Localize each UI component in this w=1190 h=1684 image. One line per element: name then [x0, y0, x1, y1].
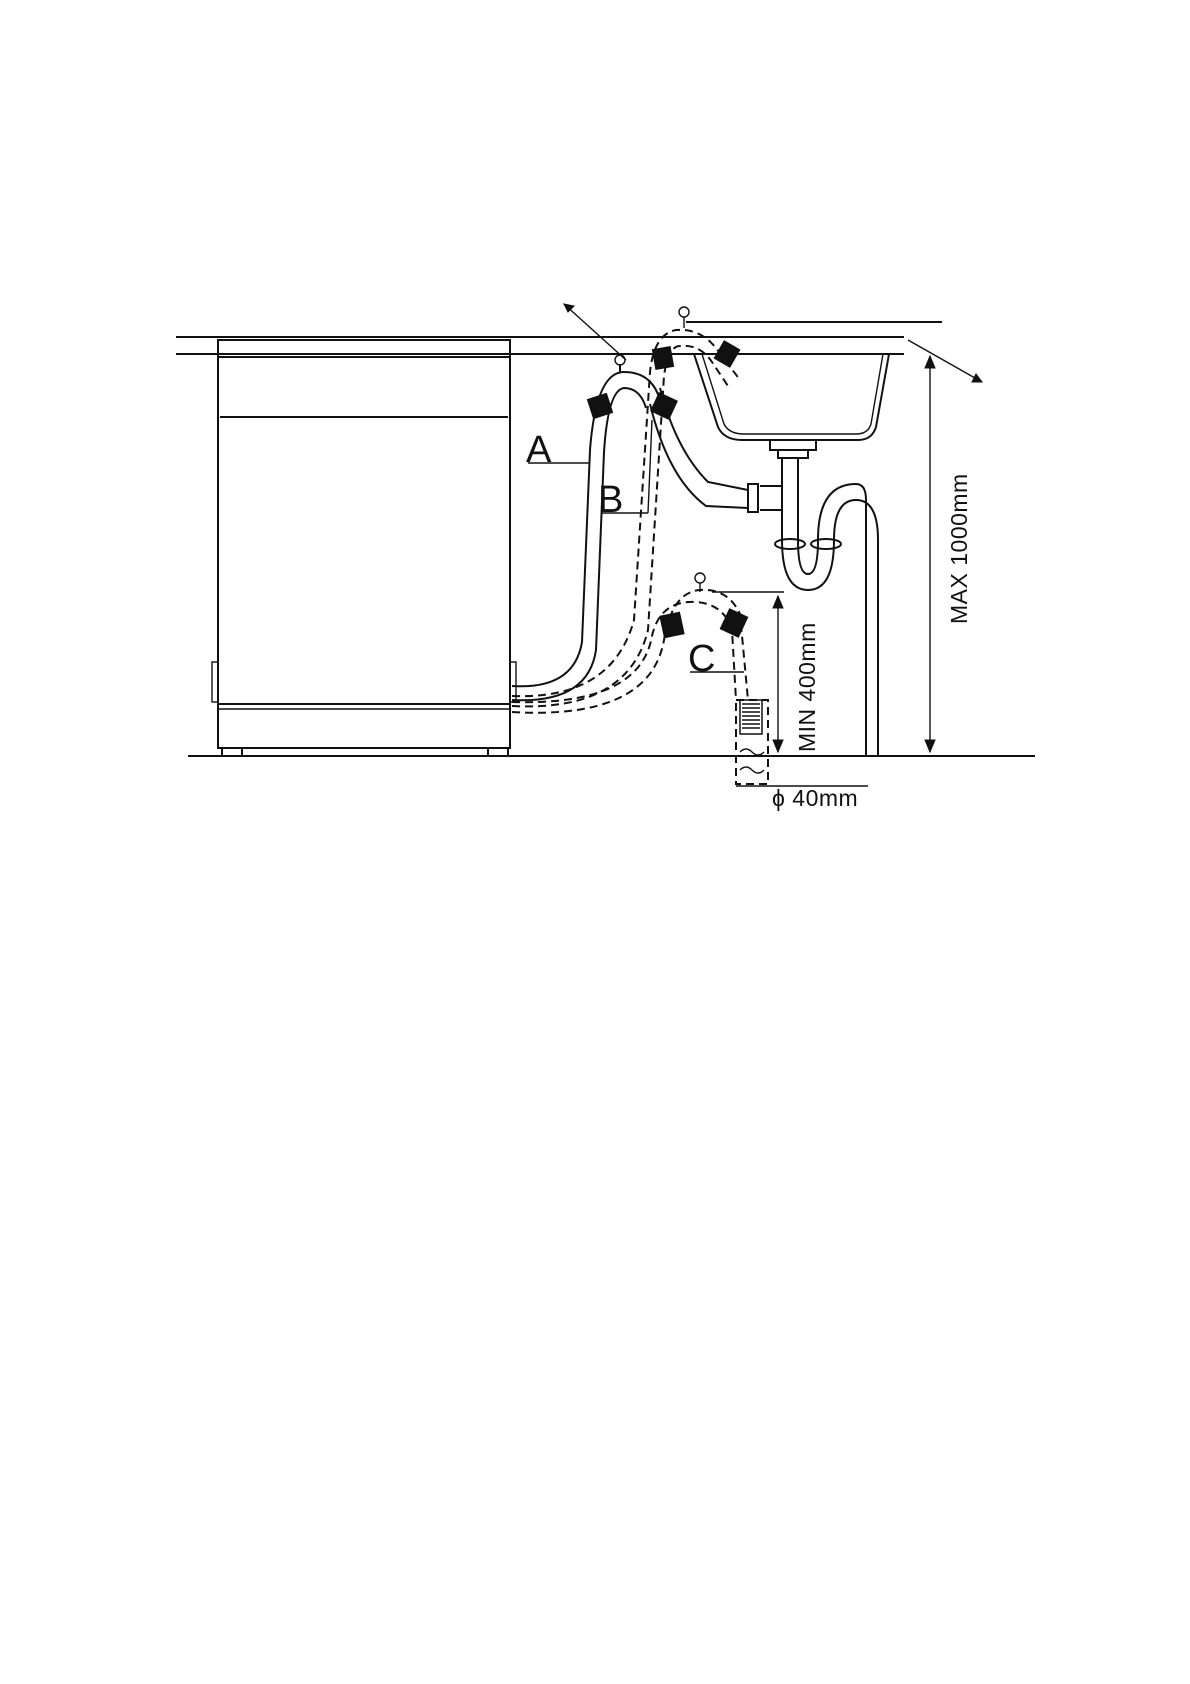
hose-end-fitting [740, 700, 762, 734]
standpipe [736, 700, 768, 784]
countertop [176, 322, 942, 354]
sink-basin [694, 354, 889, 458]
pointer-arrows [564, 304, 982, 382]
label-leaders [528, 420, 744, 672]
label-hose-b: B [598, 479, 623, 521]
label-hose-a: A [526, 429, 552, 471]
max-height-dimension: MAX 1000mm [925, 356, 972, 752]
min-height-label: MIN 400mm [794, 622, 820, 752]
pipe-diameter-label: ϕ 40mm [772, 785, 858, 811]
label-hose-c: C [688, 638, 715, 680]
hose-a [512, 355, 660, 700]
dishwasher [212, 340, 516, 756]
pipe-diameter-dimension: ϕ 40mm [736, 785, 868, 811]
max-height-label: MAX 1000mm [946, 473, 972, 624]
